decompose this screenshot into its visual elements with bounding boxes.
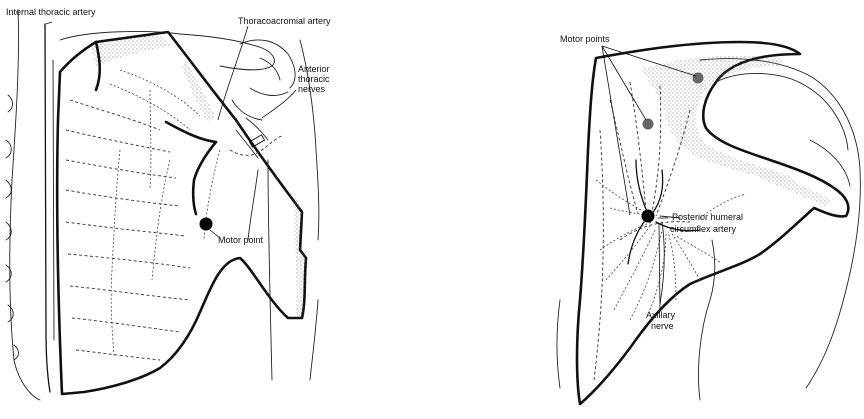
deltoid-figure	[557, 42, 860, 404]
label-axillary-1: Axillary	[646, 310, 676, 320]
sternum-edge	[53, 60, 54, 340]
label-posterior-humeral-2: circumflex artery	[670, 224, 737, 234]
label-anterior-thoracic-nerves-3: nerves	[298, 84, 326, 94]
label-internal-thoracic-artery: Internal thoracic artery	[6, 7, 96, 17]
pectoralis-figure	[6, 10, 319, 400]
motor-point-dot-middle	[643, 119, 654, 130]
deltoid-outline	[577, 42, 848, 404]
label-posterior-humeral-1: Posterior humeral	[672, 212, 743, 222]
label-motor-points: Motor points	[560, 34, 610, 44]
internal-thoracic-artery-line	[45, 24, 50, 392]
rib-ends	[6, 95, 19, 360]
motor-point-dot-upper	[693, 73, 704, 84]
label-thoracoacromial-artery: Thoracoacromial artery	[238, 16, 331, 26]
label-motor-point: Motor point	[218, 235, 264, 245]
label-anterior-thoracic-nerves-1: Anterior	[298, 64, 330, 74]
label-axillary-2: nerve	[651, 321, 674, 331]
motor-point-dot-lower	[642, 210, 655, 223]
motor-point-dot	[200, 218, 213, 231]
label-anterior-thoracic-nerves-2: thoracic	[298, 74, 330, 84]
